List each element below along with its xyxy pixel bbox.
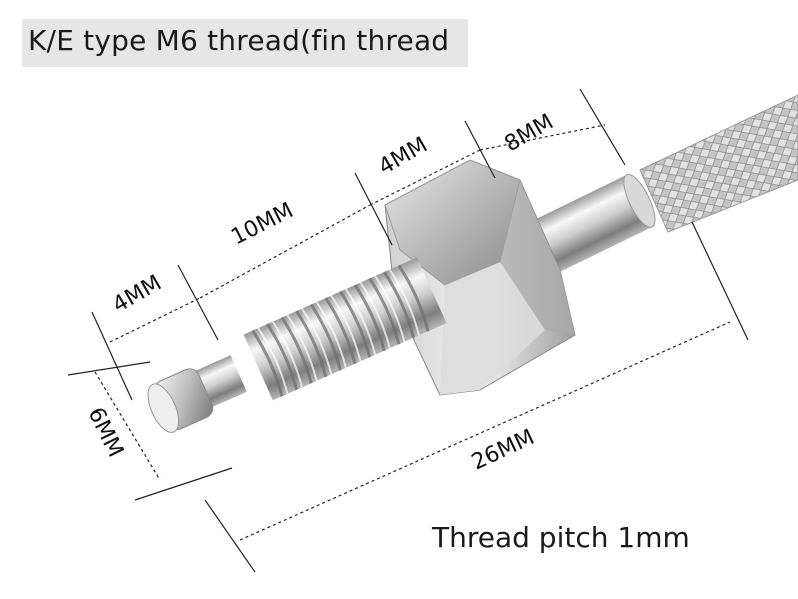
sleeve xyxy=(532,173,656,273)
title-banner: K/E type M6 thread(fin thread xyxy=(22,19,468,67)
threaded-shank xyxy=(243,257,447,401)
dim-tip-length: 4MM xyxy=(109,271,167,319)
braided-cable xyxy=(639,94,798,233)
dim-diameter: 6MM xyxy=(83,404,128,462)
title-text: K/E type M6 thread(fin thread xyxy=(28,24,450,57)
dim-nut-width: 4MM xyxy=(375,133,433,181)
dim-total-length: 26MM xyxy=(468,425,538,476)
dim-sleeve-length: 8MM xyxy=(501,110,559,158)
probe-tip xyxy=(147,355,247,433)
hex-nut xyxy=(384,159,576,396)
dimension-lines xyxy=(67,88,749,573)
thread-pitch-note: Thread pitch 1mm xyxy=(432,521,690,554)
dim-thread-length: 10MM xyxy=(227,198,297,250)
